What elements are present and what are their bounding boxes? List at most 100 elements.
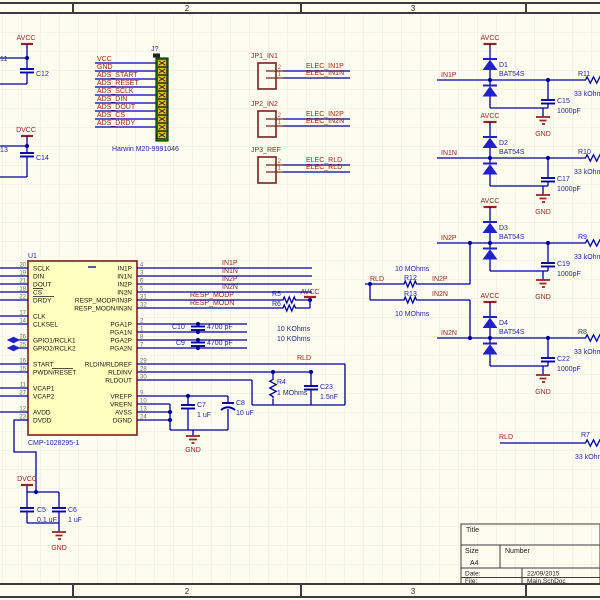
cap-designator: C9	[176, 340, 185, 347]
decoupling-avcc[interactable]: AVCC C11 C12	[0, 35, 49, 85]
pga-caps[interactable]: C10 4700 pF C9 4700 pF	[172, 321, 233, 351]
resistor-designator: R8	[578, 329, 587, 336]
net-label: RLD	[370, 276, 384, 283]
pin-number: 6	[140, 279, 144, 285]
pin-number: 18	[19, 287, 26, 293]
pin-number: 10	[140, 399, 147, 405]
rld-divider[interactable]: RLD R12 10 MOhms IN2P R13 IN2N 10 MOhms	[365, 240, 473, 341]
rld-feedback[interactable]: RLD R4 1 MOhms C23 1.5nF	[251, 355, 346, 406]
cap-designator: C23	[320, 384, 333, 391]
resistor-value: 33 kOhm	[574, 254, 600, 261]
resistor[interactable]	[268, 378, 278, 398]
pin-name: DIN	[33, 273, 45, 280]
resistor-designator: R4	[277, 379, 286, 386]
arrow-right-icon	[13, 336, 21, 344]
resistor[interactable]	[282, 303, 297, 313]
rld-series[interactable]: RLD R7 33 kOhm	[499, 432, 600, 461]
net-label: VCC	[97, 56, 112, 63]
diode-icon[interactable]	[482, 344, 498, 355]
power-port-label: AVCC	[481, 35, 500, 42]
pin-name: RLDOUT	[105, 377, 132, 384]
resistor[interactable]	[584, 438, 600, 448]
title-label: Title	[466, 527, 479, 534]
pin-x-icon	[158, 116, 166, 122]
vref-caps[interactable]: GND C7 1 uF C8 10 uF	[167, 393, 254, 454]
power-port-label: GND	[535, 389, 551, 396]
pin-number: 17	[19, 311, 26, 317]
pin-number: 27	[19, 391, 26, 397]
resistor-value: 10 KOhms	[277, 336, 311, 343]
wire[interactable]	[169, 396, 229, 436]
jumper-body[interactable]	[257, 62, 277, 90]
resistor-value: 33 kOhm	[574, 91, 600, 98]
generated-components: VCCGNDADS_STARTADS_RESETADS_SCLKADS_DINA…	[0, 35, 600, 424]
power-port-label: GND	[535, 131, 551, 138]
net-label: IN1P	[441, 72, 457, 79]
wire[interactable]	[437, 122, 584, 195]
wire[interactable]	[251, 364, 346, 406]
diode-icon[interactable]	[482, 249, 498, 260]
main-ic[interactable]: U1 CMP-1028295-1	[27, 253, 138, 447]
pin-name: IN2N	[117, 289, 132, 296]
cap-designator: C22	[557, 356, 570, 363]
power-port-label: GND	[535, 209, 551, 216]
dvdd-caps[interactable]: DVCC GND C5 0.1 uF C6 1 uF	[13, 419, 82, 552]
size-value: A4	[470, 560, 479, 567]
gnd-icon	[536, 194, 550, 203]
pin-name: GPIO2/RCLK2	[33, 345, 76, 352]
pin-x-icon	[158, 76, 166, 82]
resistor[interactable]	[584, 153, 600, 163]
resistor[interactable]	[403, 279, 418, 289]
wire[interactable]	[13, 419, 60, 532]
diode-icon[interactable]	[482, 86, 498, 97]
pin-number: 2	[278, 65, 282, 71]
resistor-designator: R12	[404, 275, 417, 282]
junction-dot	[545, 240, 551, 246]
net-label: ADS_DOUT	[97, 104, 136, 111]
pin-number: 29	[140, 359, 147, 365]
pin-number: 15	[19, 367, 26, 373]
wire[interactable]	[437, 44, 584, 117]
decoupling-dvcc[interactable]: DVCC C13 C14	[0, 127, 49, 178]
diode-designator: D3	[499, 225, 508, 232]
resistor-value: 33 kOhm	[575, 454, 600, 461]
wire[interactable]	[437, 302, 584, 375]
power-port-label: AVCC	[481, 198, 500, 205]
zone-label: 3	[411, 587, 416, 596]
resistor[interactable]	[403, 295, 418, 305]
diode-icon[interactable]	[482, 137, 498, 148]
net-label: ADS_DRDY	[97, 120, 135, 127]
diode-icon[interactable]	[482, 164, 498, 175]
pin-number: 4	[140, 263, 144, 269]
junction-dot	[545, 155, 551, 161]
capacitor-plate-polarized[interactable]	[220, 406, 236, 411]
size-label: Size	[465, 548, 479, 555]
pin-name: CLK	[33, 313, 46, 320]
cap-designator: C17	[557, 176, 570, 183]
net-label: IN1N	[441, 150, 457, 157]
diode-icon[interactable]	[482, 59, 498, 70]
gnd-icon	[536, 279, 550, 288]
resistor[interactable]	[584, 238, 600, 248]
pin-number: 2	[140, 319, 144, 325]
pin-number: 22	[19, 295, 26, 301]
pin-number: 13	[140, 407, 147, 413]
pin-number: 1	[278, 72, 282, 78]
pin-number: 2	[278, 159, 282, 165]
resistor[interactable]	[282, 295, 297, 305]
jumper-body[interactable]	[257, 156, 277, 184]
wire[interactable]	[365, 243, 471, 338]
wire[interactable]	[437, 207, 584, 280]
diode-icon[interactable]	[482, 222, 498, 233]
cap-designator: C19	[557, 261, 570, 268]
power-port-label: AVCC	[17, 35, 36, 42]
resistor[interactable]	[584, 75, 600, 85]
ic-body[interactable]	[27, 260, 138, 436]
pin-name: PWDN/RESET	[33, 369, 76, 376]
resistor[interactable]	[584, 333, 600, 343]
pin-number: 28	[140, 367, 147, 373]
jumper-body[interactable]	[257, 110, 277, 138]
arrow-left-icon	[6, 336, 14, 344]
diode-icon[interactable]	[482, 317, 498, 328]
zone-label: 2	[185, 587, 190, 596]
